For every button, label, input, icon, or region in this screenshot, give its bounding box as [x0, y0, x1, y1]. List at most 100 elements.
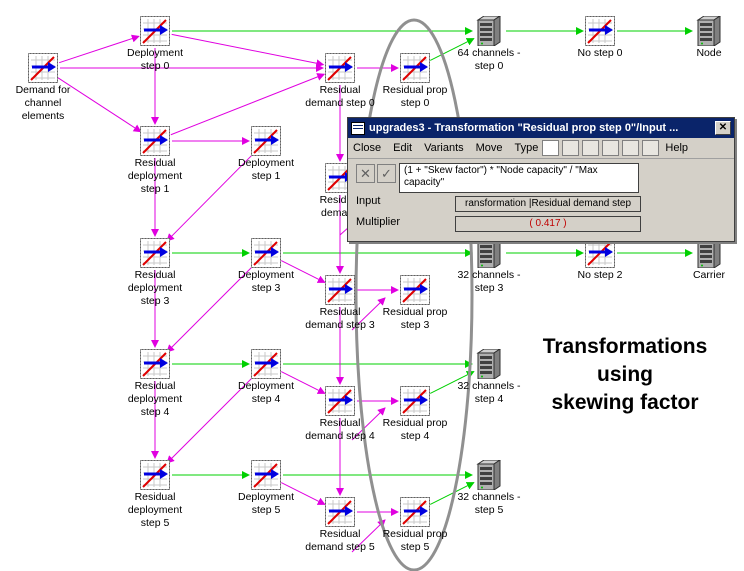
node-ch0[interactable]: 64 channels - step 0 [434, 16, 544, 73]
menu-edit[interactable]: Edit [393, 142, 413, 154]
node-label: Residual demand step 3 [305, 306, 375, 331]
table-icon[interactable] [582, 140, 600, 156]
node-rds4[interactable]: Residual demand step 4 [285, 386, 395, 443]
callout-text: Transformations using skewing factor [520, 333, 730, 417]
node-dep5[interactable]: Deployment step 5 [211, 460, 321, 517]
node-rdep5[interactable]: Residual deployment step 5 [100, 460, 210, 530]
edge-dep3-to-rds3 [280, 260, 326, 283]
node-rps3[interactable]: Residual prop step 3 [360, 275, 470, 332]
dialog-menubar: Close Edit Variants Move Type Help [348, 138, 734, 159]
menu-variants[interactable]: Variants [424, 142, 464, 154]
dialog-title: upgrades3 - Transformation "Residual pro… [369, 122, 679, 134]
transformation-icon [211, 238, 321, 268]
node-label: Deployment step 3 [237, 269, 295, 294]
transformation-icon [100, 126, 210, 156]
edge-rps5-to-ch5 [429, 482, 475, 505]
formula-field[interactable]: (1 + "Skew factor") * "Node capacity" / … [399, 163, 639, 193]
node-label: Residual prop step 4 [382, 417, 448, 442]
edge-skew-0 [351, 407, 386, 441]
node-label: Deployment step 5 [237, 491, 295, 516]
edge-dep1-to-rdep3 [166, 152, 255, 242]
node-rds0[interactable]: Residual demand step 0 [285, 53, 395, 110]
callout-line-3: skewing factor [551, 391, 699, 414]
transformation-icon [545, 16, 655, 46]
edge-skew-1 [351, 519, 386, 553]
transformation-icon [211, 460, 321, 490]
node-node[interactable]: Node [654, 16, 744, 60]
transformation-icon [360, 497, 470, 527]
node-ns2[interactable]: No step 2 [545, 238, 655, 282]
edge-rps0-to-ch0 [429, 38, 475, 61]
transformation-icon [211, 349, 321, 379]
node-label: Residual deployment step 4 [127, 380, 183, 418]
transformation-icon [285, 53, 395, 83]
input-value[interactable]: ransformation |Residual demand step [455, 196, 641, 212]
node-label: Residual deployment step 3 [127, 269, 183, 307]
multiplier-value[interactable]: ( 0.417 ) [455, 216, 641, 232]
node-carrier[interactable]: Carrier [654, 238, 744, 282]
node-label: Residual prop step 0 [382, 84, 448, 109]
transformation-icon [285, 275, 395, 305]
edge-demand-to-rdep1 [56, 76, 142, 133]
formula-buttons: ✕ ✓ [356, 164, 398, 183]
node-label: Residual demand step 4 [305, 417, 375, 442]
node-rdep1[interactable]: Residual deployment step 1 [100, 126, 210, 196]
server-icon [434, 16, 544, 46]
node-rps4[interactable]: Residual prop step 4 [360, 386, 470, 443]
close-icon[interactable]: ✕ [715, 121, 731, 135]
node-dep4[interactable]: Deployment step 4 [211, 349, 321, 406]
transformation-icon [360, 53, 470, 83]
node-label: Deployment step 1 [237, 157, 295, 182]
edit-properties-icon[interactable] [542, 140, 560, 156]
callout-line-1: Transformations [542, 335, 708, 358]
node-rds5[interactable]: Residual demand step 5 [285, 497, 395, 554]
cancel-formula-icon[interactable]: ✕ [356, 164, 375, 183]
node-label: 32 channels - step 3 [457, 269, 521, 294]
node-demand[interactable]: Demand for channel elements [0, 53, 98, 123]
find-icon[interactable] [602, 140, 620, 156]
edge-dep3-to-rdep4 [166, 264, 255, 353]
menu-type[interactable]: Type [514, 142, 539, 154]
dialog-titlebar[interactable]: upgrades3 - Transformation "Residual pro… [348, 118, 734, 138]
window-icon [351, 121, 365, 135]
server-icon [654, 238, 744, 268]
node-rdep4[interactable]: Residual deployment step 4 [100, 349, 210, 419]
chart-icon[interactable] [562, 140, 580, 156]
node-ch5[interactable]: 32 channels - step 5 [434, 460, 544, 517]
node-rps0[interactable]: Residual prop step 0 [360, 53, 470, 110]
node-ns0[interactable]: No step 0 [545, 16, 655, 60]
edge-dep0-to-rds0 [171, 33, 325, 68]
menu-close[interactable]: Close [353, 142, 382, 154]
transformation-icon [100, 16, 210, 46]
edge-dep4-to-rds4 [280, 371, 326, 394]
edge-rdep1-to-rds0 [170, 73, 326, 136]
node-label: 32 channels - step 5 [457, 491, 521, 516]
menu-help[interactable]: Help [665, 142, 689, 154]
node-label: Carrier [692, 269, 726, 281]
node-dep0[interactable]: Deployment step 0 [100, 16, 210, 73]
node-label: Residual demand step 0 [305, 84, 375, 109]
transformation-icon [100, 460, 210, 490]
node-label: Residual prop step 3 [382, 306, 448, 331]
accept-formula-icon[interactable]: ✓ [377, 164, 396, 183]
notes-icon[interactable] [622, 140, 640, 156]
input-label: Input [356, 195, 381, 207]
edge-dep4-to-rdep5 [166, 375, 255, 464]
node-rps5[interactable]: Residual prop step 5 [360, 497, 470, 554]
node-rdep3[interactable]: Residual deployment step 3 [100, 238, 210, 308]
node-label: No step 2 [577, 269, 623, 281]
server-icon [434, 460, 544, 490]
node-dep1[interactable]: Deployment step 1 [211, 126, 321, 183]
node-label: Node [696, 47, 722, 59]
node-dep3[interactable]: Deployment step 3 [211, 238, 321, 295]
node-rds3[interactable]: Residual demand step 3 [285, 275, 395, 332]
server-icon [434, 238, 544, 268]
transformation-icon [211, 126, 321, 156]
node-ch4[interactable]: 32 channels - step 4 [434, 349, 544, 406]
node-label: 64 channels - step 0 [457, 47, 521, 72]
calculator-icon[interactable] [642, 140, 660, 156]
transformation-dialog[interactable]: upgrades3 - Transformation "Residual pro… [347, 117, 735, 242]
highlight-ellipse [354, 18, 474, 571]
menu-move[interactable]: Move [475, 142, 503, 154]
